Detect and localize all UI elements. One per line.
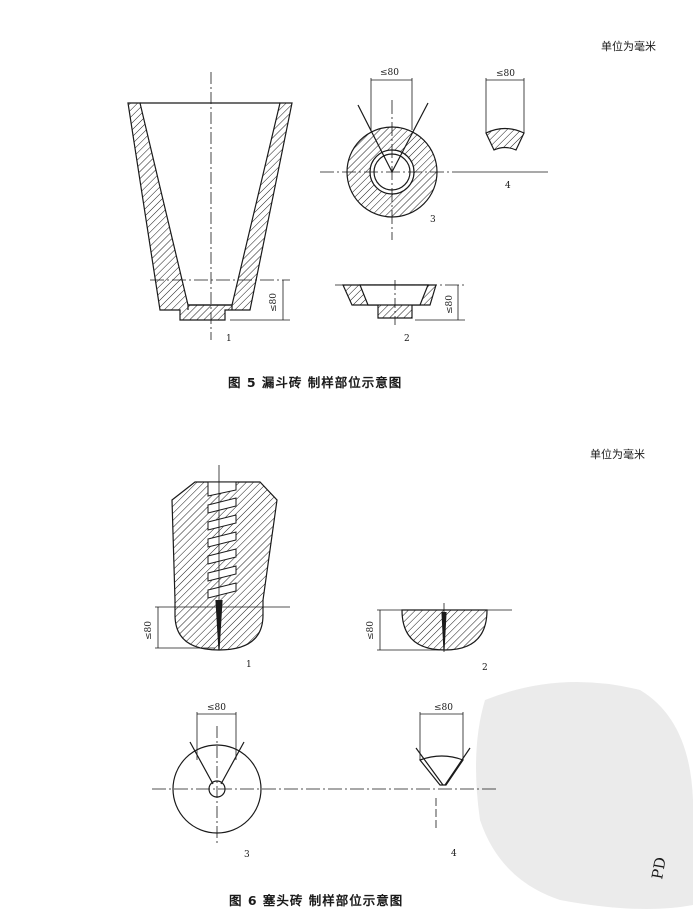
fig6-part2-tip-section bbox=[377, 603, 512, 652]
fig5-part3-ring-plan bbox=[320, 78, 460, 240]
fig5-part1-number: 1 bbox=[226, 334, 232, 344]
fig5-part3-number: 3 bbox=[430, 215, 436, 225]
fig5-caption: 图 5 漏斗砖 制样部位示意图 bbox=[228, 375, 403, 390]
watermark-seal: PD bbox=[476, 682, 693, 909]
fig5-part1-dim-label: ≤80 bbox=[269, 293, 279, 312]
fig5-part2-number: 2 bbox=[404, 334, 410, 344]
fig6-part3-plan-view bbox=[152, 712, 498, 845]
fig5-unit-label: 单位为毫米 bbox=[601, 40, 656, 53]
fig5-part2-bottom-section bbox=[335, 280, 465, 325]
fig5-part4-sample-piece bbox=[460, 78, 548, 173]
fig6-part1-stopper-brick bbox=[155, 465, 290, 651]
fig6-part4-wedge-sample bbox=[415, 712, 471, 830]
fig5-part1-funnel-brick bbox=[127, 72, 293, 340]
fig6-part4-dim-label: ≤80 bbox=[434, 703, 453, 713]
fig6-part4-number: 4 bbox=[451, 849, 457, 859]
fig6-part2-number: 2 bbox=[482, 663, 488, 673]
fig6-part1-number: 1 bbox=[246, 660, 252, 670]
fig5-part4-number: 4 bbox=[505, 181, 511, 191]
fig5-part4-dim-label: ≤80 bbox=[496, 69, 515, 79]
fig6-part2-dim-label: ≤80 bbox=[366, 621, 376, 640]
fig6-caption: 图 6 塞头砖 制样部位示意图 bbox=[229, 893, 404, 908]
fig5-part2-dim-label: ≤80 bbox=[445, 295, 455, 314]
fig6-part3-number: 3 bbox=[244, 850, 250, 860]
fig5-part3-dim-label: ≤80 bbox=[380, 68, 399, 78]
fig6-part1-dim-label: ≤80 bbox=[144, 621, 154, 640]
fig6-part3-dim-label: ≤80 bbox=[207, 703, 226, 713]
fig6-unit-label: 单位为毫米 bbox=[590, 448, 645, 461]
watermark-text: PD bbox=[648, 856, 670, 881]
